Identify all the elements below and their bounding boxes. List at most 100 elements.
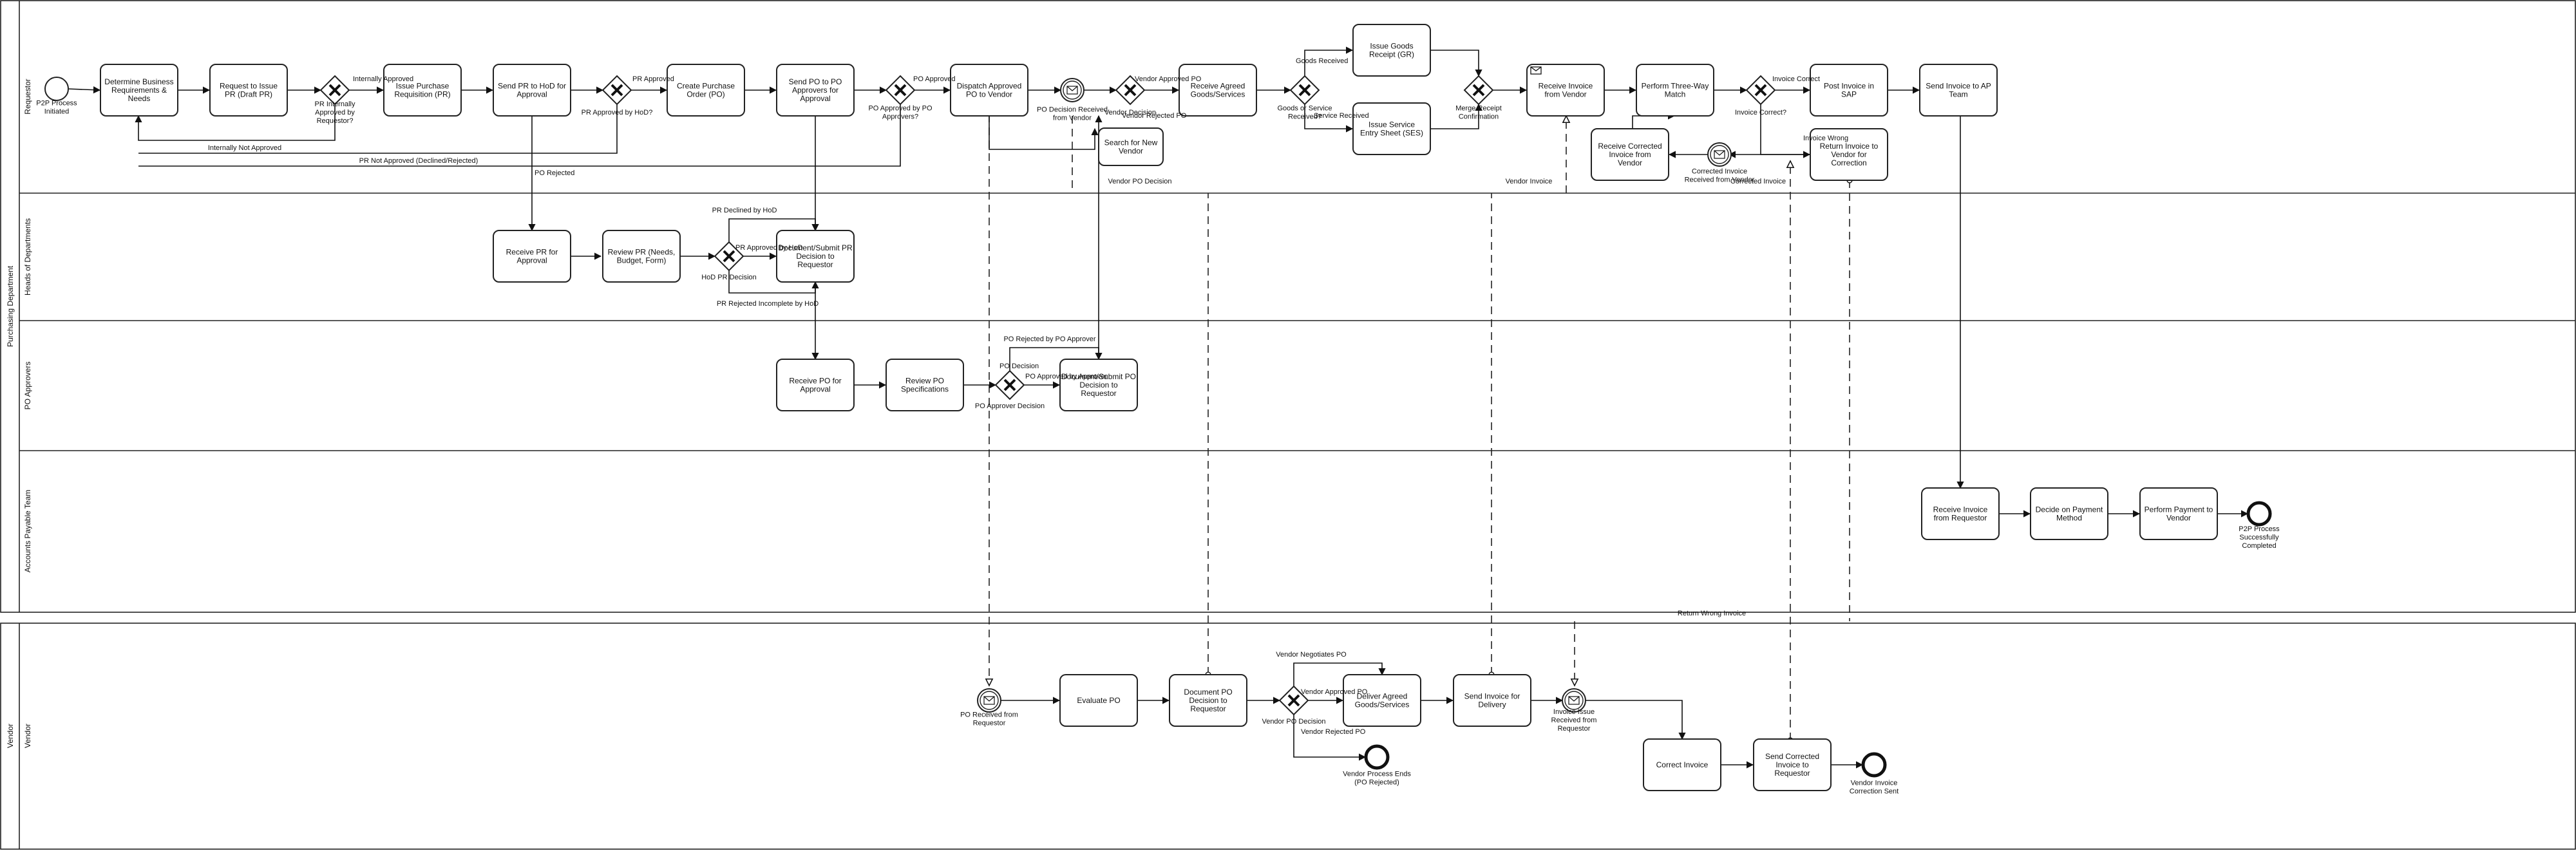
message-flows <box>989 115 1850 740</box>
task-label-line: Decision to <box>1079 380 1118 389</box>
gateway-label-line: Goods or Service <box>1278 105 1332 113</box>
task-label-line: Issue Service <box>1368 120 1415 129</box>
task-box <box>1810 128 1888 181</box>
task-label-line: Team <box>1949 90 1967 99</box>
task-label-line: Invoice to <box>1776 760 1809 769</box>
task-box <box>493 64 571 117</box>
label-vendor-approved-po: Vendor Approved PO <box>1135 75 1202 83</box>
task-label-line: Receive PR for <box>506 248 558 257</box>
task-label-line: from Vendor <box>1544 90 1586 99</box>
gateway-hod-pr-decision: HoD PR Decision <box>701 241 757 281</box>
task-box <box>1343 674 1421 727</box>
label-invoice-wrong: Invoice Wrong <box>1803 135 1848 142</box>
gateway-label: Invoice Correct? <box>1735 109 1786 117</box>
label-internally-approved-text: Internally Approved <box>353 75 413 83</box>
label-msg-vendor-invoice: Vendor Invoice <box>1506 178 1553 185</box>
task-label-line: Send PR to HoD for <box>498 82 566 91</box>
task-label-line: Requirements & <box>111 86 167 95</box>
task-label-line: Approval <box>516 90 547 99</box>
task-label-line: Send Corrected <box>1765 752 1819 761</box>
gateway-label-line: Received? <box>1288 113 1321 121</box>
task-box <box>1179 64 1257 117</box>
task-label-line: Entry Sheet (SES) <box>1360 129 1423 138</box>
task-box <box>1643 738 1721 791</box>
task-label-line: Evaluate PO <box>1077 696 1120 705</box>
gateway-label-line: Vendor Decision <box>1104 109 1156 117</box>
label-vendor-rejected-po-v: Vendor Rejected PO <box>1301 728 1366 736</box>
event-label: Vendor Process Ends(PO Rejected) <box>1343 771 1411 787</box>
gateway-vendor-decision: Vendor Decision <box>1104 75 1156 117</box>
task-box <box>886 359 964 411</box>
gateway-pr-approved-hod: PR Approved by HoD? <box>582 75 652 117</box>
task-label-line: Return Invoice to <box>1820 142 1879 151</box>
label-pr-rejected-incomplete: PR Rejected Incomplete by HoD <box>717 300 819 308</box>
label-msg-corrected-invoice: Corrected Invoice <box>1730 178 1786 185</box>
task-label-line: Needs <box>128 94 151 103</box>
event-vendor-ends: Vendor Process Ends(PO Rejected) <box>1343 744 1411 787</box>
envelope-icon <box>1568 696 1580 705</box>
task-box <box>950 64 1028 117</box>
gateway-label-line: PR Internally <box>315 100 355 108</box>
pool-label-vendor: Vendor <box>6 724 15 748</box>
event-label-line: Received from <box>1551 717 1597 724</box>
label-pr-approved-hod: PR Approved by HoD <box>735 244 803 252</box>
task-label-line: Requestor <box>1081 389 1116 398</box>
task-box <box>1636 64 1714 117</box>
task-label-line: Review PR (Needs, <box>608 248 676 257</box>
label-pr-approved: PR Approved <box>632 75 674 83</box>
gateway-label: HoD PR Decision <box>701 274 757 281</box>
event-label-line: Corrected Invoice <box>1692 168 1747 176</box>
task-label-line: Requestor <box>797 260 833 269</box>
task-label: Correct Invoice <box>1656 760 1709 769</box>
pool-purchasing <box>0 0 2576 613</box>
task-box <box>2030 487 2108 540</box>
task-label-line: Correct Invoice <box>1656 760 1709 769</box>
lane-label-po-approvers: PO Approvers <box>23 362 32 410</box>
task-label-line: Receive Invoice <box>1933 505 1988 514</box>
exclusive-x-icon <box>1124 84 1137 97</box>
gateway-label: Vendor PO Decision <box>1262 718 1325 726</box>
task-label-line: Perform Three-Way <box>1642 82 1709 91</box>
task-box <box>1921 487 2000 540</box>
end-event-circle <box>1364 744 1390 770</box>
event-label-line: Successfully <box>2239 534 2279 541</box>
label-invoice-correct: Invoice Correct <box>1772 75 1820 83</box>
end-event-circle <box>1861 752 1887 778</box>
lane-label-requestor: Requestor <box>23 79 32 114</box>
gateway-label-line: Invoice Correct? <box>1735 109 1786 117</box>
label-msg-return-wrong-invoice: Return Wrong Invoice <box>1678 610 1746 617</box>
task-label-line: Receive Invoice <box>1539 82 1593 91</box>
exclusive-x-icon <box>1754 84 1767 97</box>
task-label-line: Review PO <box>905 377 944 386</box>
task-label-line: Vendor for <box>1831 150 1866 159</box>
gateway-label-line: Approved by <box>315 109 355 117</box>
task-label-line: Receive PO for <box>789 377 841 386</box>
task-label-line: Create Purchase <box>677 82 735 91</box>
task-box <box>776 64 855 117</box>
event-label-line: Requestor <box>973 720 1006 727</box>
event-label-line: Vendor Invoice <box>1851 780 1898 787</box>
task-label-line: Send Invoice to AP <box>1926 82 1991 91</box>
task-label-line: Correction <box>1831 158 1866 167</box>
